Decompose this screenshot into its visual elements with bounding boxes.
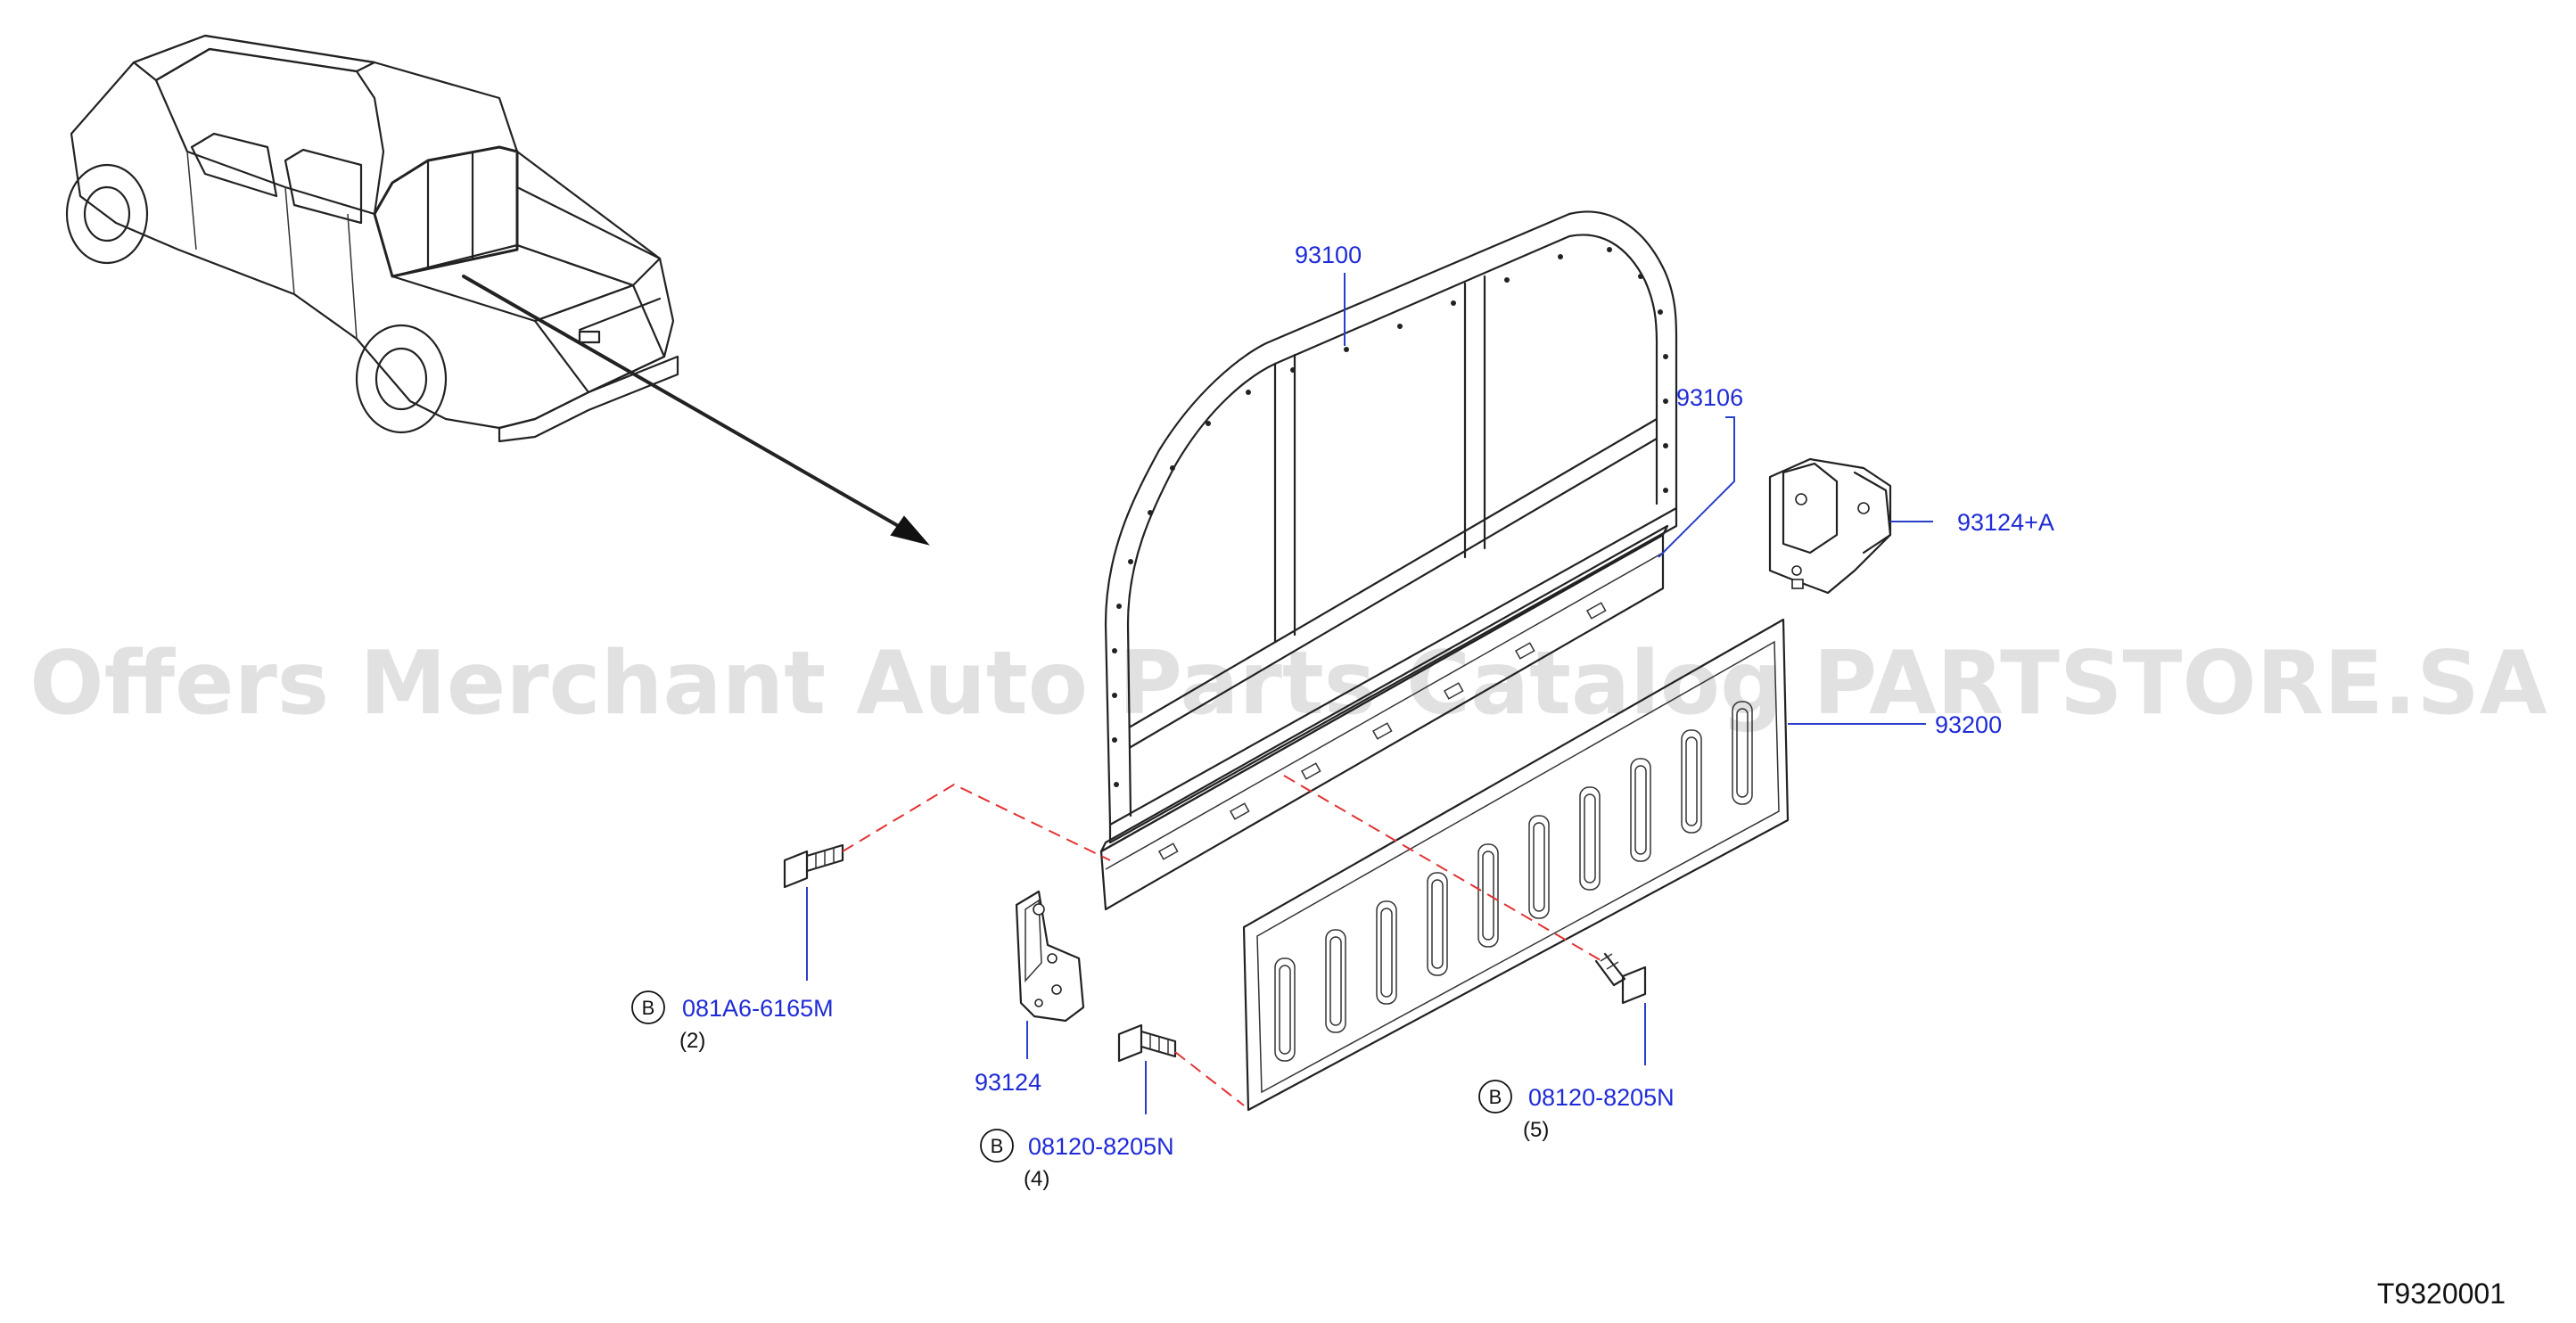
label-93124[interactable]: 93124	[975, 1069, 1041, 1096]
label-08120-8205n-5[interactable]: 08120-8205N	[1528, 1084, 1675, 1111]
watermark: Offers Merchant Auto Parts Catalog PARTS…	[29, 633, 2547, 735]
bracket-93124	[1015, 890, 1085, 1023]
diagram-code: T9320001	[2377, 1278, 2506, 1310]
callout-08120-8205n-4: B 08120-8205N (4)	[980, 1129, 1174, 1191]
bracket-93124a	[1768, 457, 1892, 595]
callout-08120-8205n-5: B 08120-8205N (5)	[1478, 1080, 1675, 1142]
panel-93200	[1242, 618, 1790, 1112]
panel-slot-inner	[1431, 879, 1444, 969]
frame-93100	[1104, 210, 1678, 844]
label-93100[interactable]: 93100	[1295, 242, 1362, 268]
panel-slots	[1274, 701, 1753, 1062]
assembly-lines	[842, 775, 1606, 1106]
panel-slot	[1376, 900, 1397, 1005]
panel-slot-inner	[1482, 850, 1494, 941]
bolt-08120-8205n-4-graphic	[1117, 1023, 1177, 1063]
truck-illustration	[65, 34, 930, 546]
b-badge	[631, 990, 665, 1024]
callout-081a6-6165m: B 081A6-6165M (2)	[631, 990, 834, 1053]
panel-slot-inner	[1736, 708, 1749, 798]
label-93106[interactable]: 93106	[1676, 384, 1743, 411]
b-badge-letter: B	[991, 1135, 1004, 1157]
label-08120-8205n-4[interactable]: 08120-8205N	[1028, 1133, 1174, 1160]
bolt-081a6-6165m-graphic	[783, 843, 844, 889]
b-badge	[980, 1129, 1014, 1163]
qty-08120-8205n-5: (5)	[1523, 1118, 1549, 1142]
panel-slot	[1732, 701, 1753, 805]
label-93124a[interactable]: 93124+A	[1957, 509, 2054, 536]
label-081a6-6165m[interactable]: 081A6-6165M	[682, 995, 834, 1022]
panel-slot-inner	[1380, 908, 1393, 998]
b-badge-letter: B	[1489, 1086, 1502, 1108]
panel-slot	[1579, 786, 1601, 891]
panel-slot	[1427, 872, 1448, 976]
b-badge	[1478, 1080, 1512, 1113]
rail-93106	[1099, 524, 1669, 911]
panel-slot	[1325, 929, 1346, 1033]
b-badge-letter: B	[642, 997, 655, 1019]
panel-slot	[1630, 758, 1651, 862]
leader-lines	[806, 273, 1933, 1114]
label-93200[interactable]: 93200	[1935, 711, 2002, 738]
bolt-08120-8205n-5-graphic	[1594, 952, 1647, 1005]
panel-slot-inner	[1634, 765, 1647, 855]
panel-slot	[1477, 843, 1499, 948]
qty-08120-8205n-4: (4)	[1024, 1167, 1049, 1191]
panel-slot-inner	[1533, 822, 1545, 912]
panel-slot	[1681, 729, 1702, 834]
panel-slot-inner	[1685, 736, 1698, 826]
panel-slot-inner	[1279, 965, 1291, 1055]
panel-slot	[1274, 957, 1296, 1062]
panel-slot	[1528, 815, 1550, 919]
panel-slot-inner	[1329, 936, 1342, 1026]
qty-081a6-6165m: (2)	[679, 1029, 705, 1053]
panel-slot-inner	[1584, 793, 1596, 883]
